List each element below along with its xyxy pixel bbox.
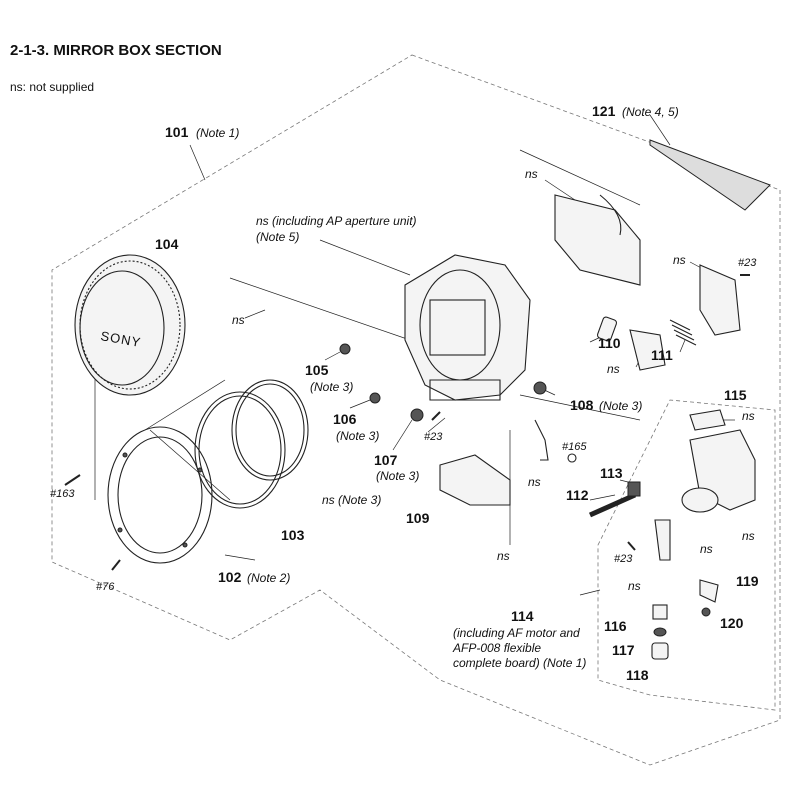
screw-165 xyxy=(567,453,577,463)
note-114-line3: complete board) (Note 1) xyxy=(453,656,586,670)
label-120: 120 xyxy=(720,615,744,631)
part-110-pin xyxy=(596,316,618,342)
screw-163 xyxy=(64,474,81,486)
label-76: #76 xyxy=(96,581,115,593)
part-113-gear xyxy=(627,481,641,497)
label-23-right: #23 xyxy=(738,257,757,269)
label-ns-motor: ns xyxy=(742,529,755,543)
part-ns-lever-block xyxy=(629,329,666,371)
part-ns-pentaprism-holder xyxy=(554,194,641,286)
label-107: 107 xyxy=(374,452,398,468)
assembly-boundary-101 xyxy=(51,54,781,766)
part-118 xyxy=(651,642,669,660)
label-ns-small: ns xyxy=(628,579,641,593)
note-105: (Note 3) xyxy=(310,380,353,394)
note-102: (Note 2) xyxy=(247,571,290,585)
label-ns-bracket: ns xyxy=(232,313,245,327)
part-ns-right-bracket xyxy=(699,264,741,336)
leader-lines xyxy=(94,114,735,596)
note-121: (Note 4, 5) xyxy=(622,105,679,119)
label-113: 113 xyxy=(600,465,623,481)
label-101: 101 xyxy=(165,124,189,140)
part-ns-ring xyxy=(231,379,309,481)
assembly-boundary-114 xyxy=(597,399,776,711)
label-106: 106 xyxy=(333,411,357,427)
part-121-focusing-screen xyxy=(649,139,771,211)
sony-logo: SONY xyxy=(99,328,142,350)
note-108: (Note 3) xyxy=(599,399,642,413)
page-title: 2-1-3. MIRROR BOX SECTION xyxy=(10,42,222,59)
label-110: 110 xyxy=(598,335,621,351)
label-117: 117 xyxy=(612,642,635,658)
label-115: 115 xyxy=(724,387,747,403)
part-107 xyxy=(410,408,424,422)
label-114: 114 xyxy=(511,608,534,624)
note-114-line2: AFP-008 flexible xyxy=(452,641,541,655)
part-109-block xyxy=(439,454,511,506)
legend-ns: ns: not supplied xyxy=(10,80,95,94)
part-111-spring xyxy=(669,319,697,346)
label-103: 103 xyxy=(281,527,305,543)
label-121: 121 xyxy=(592,103,616,119)
label-ns-screw: ns xyxy=(497,549,510,563)
part-102-mount-ring xyxy=(107,426,213,564)
label-104: 104 xyxy=(155,236,179,252)
part-103-spring-ring xyxy=(194,391,286,509)
label-23-center: #23 xyxy=(424,431,443,443)
label-ns-ap: ns (including AP aperture unit) xyxy=(256,214,417,228)
note-107: (Note 3) xyxy=(376,469,419,483)
label-ns-115: ns xyxy=(742,409,755,423)
part-112-shaft xyxy=(588,492,637,518)
part-119 xyxy=(699,579,719,603)
label-ns-upper: ns xyxy=(525,167,538,181)
label-ns-ring: ns (Note 3) xyxy=(322,493,381,507)
label-112: 112 xyxy=(566,487,589,503)
label-116: 116 xyxy=(604,618,627,634)
label-ns-lever: ns xyxy=(528,475,541,489)
part-mirror-box-frame xyxy=(404,254,531,401)
label-111: 111 xyxy=(651,347,673,363)
label-163: #163 xyxy=(50,488,75,500)
note-101: (Note 1) xyxy=(196,126,239,140)
part-ns-lever xyxy=(534,419,549,461)
part-114-af-motor xyxy=(681,409,756,513)
label-119: 119 xyxy=(736,573,759,589)
label-108: 108 xyxy=(570,397,594,413)
part-108 xyxy=(533,381,547,395)
label-23-lower: #23 xyxy=(614,553,633,565)
label-109: 109 xyxy=(406,510,430,526)
label-ns-lever-block: ns xyxy=(607,362,620,376)
screw-23-c xyxy=(627,541,636,551)
part-104-body-cap: SONY xyxy=(74,254,186,396)
part-117 xyxy=(653,627,667,637)
note-114-line1: (including AF motor and xyxy=(453,626,580,640)
screw-76 xyxy=(111,559,121,571)
label-165: #165 xyxy=(562,441,587,453)
part-116 xyxy=(652,604,668,620)
note-106: (Note 3) xyxy=(336,429,379,443)
note-ns-ap: (Note 5) xyxy=(256,230,299,244)
label-ns-right: ns xyxy=(673,253,686,267)
screw-23-a xyxy=(431,411,441,421)
label-102: 102 xyxy=(218,569,242,585)
label-ns-af-lever: ns xyxy=(700,542,713,556)
label-118: 118 xyxy=(626,667,649,683)
part-105 xyxy=(339,343,351,355)
part-120 xyxy=(701,607,711,617)
part-ns-af-lever xyxy=(654,519,671,561)
part-106 xyxy=(369,392,381,404)
label-105: 105 xyxy=(305,362,329,378)
